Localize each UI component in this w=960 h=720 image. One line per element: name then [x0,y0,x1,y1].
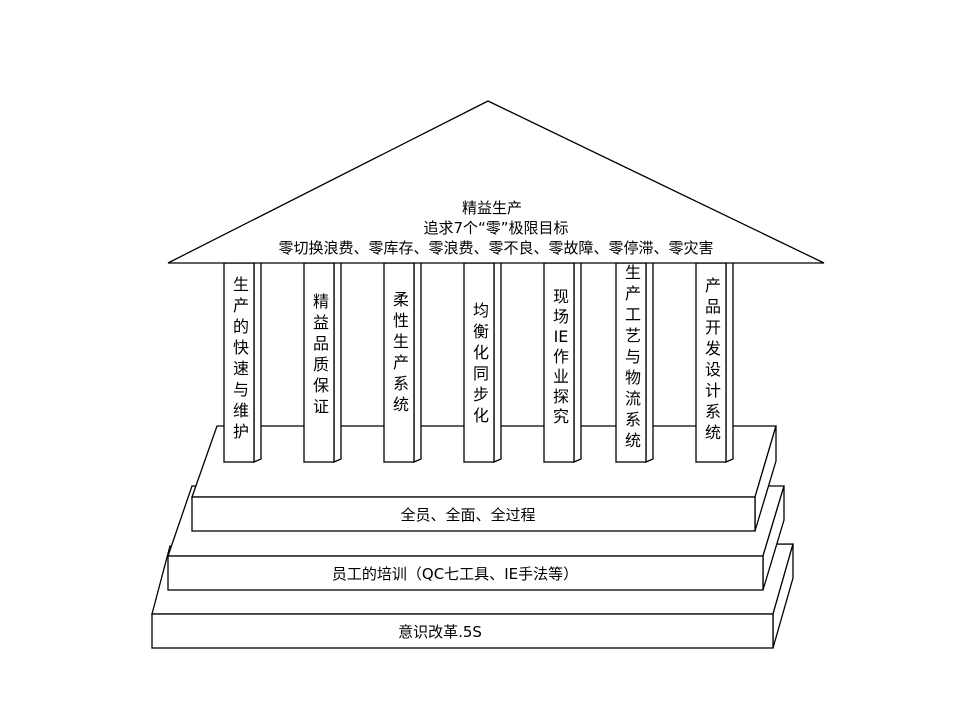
pillar-side-face [573,259,582,463]
pillar-3: 柔性生产系统 [383,259,422,463]
roof-triangle [167,100,825,264]
pillar-1: 生产的快速与维护 [223,259,262,463]
pillar-side-face [493,259,502,463]
pillar-label: 柔性生产系统 [393,290,409,414]
pillar-label: 产品开发设计系统 [705,276,721,442]
pillar-label: 精益品质保证 [313,292,329,416]
pillar-side-face [253,259,262,463]
pillar-label: 生产的快速与维护 [233,275,249,441]
pillar-4: 均衡化同步化 [463,259,502,463]
pillar-7: 产品开发设计系统 [695,259,734,463]
pillar-label: 生产工艺与物流系统 [625,263,641,450]
pillar-front-face [383,262,415,463]
pillar-front-face [303,262,335,463]
roof-subtitle: 追求7个“零”极限目标 [423,219,568,237]
base-tier-middle-front [167,555,764,591]
roof-title: 精益生产 [462,199,522,217]
pillar-front-face [615,262,647,463]
roof-goals: 零切换浪费、零库存、零浪费、零不良、零故障、零停滞、零灾害 [278,239,713,257]
pillar-side-face [725,259,734,463]
pillar-side-face [645,259,654,463]
pillar-front-face [543,262,575,463]
base-tier-bottom-label: 意识改革.5S [398,623,482,641]
base-tier-bottom-front [151,613,774,649]
pillar-label: 均衡化同步化 [473,301,489,425]
pillar-front-face [223,262,255,463]
base-tier-top-front [191,496,756,532]
pillar-front-face [695,262,727,463]
pillar-6: 生产工艺与物流系统 [615,259,654,463]
pillar-side-face [413,259,422,463]
roof: 精益生产 追求7个“零”极限目标 零切换浪费、零库存、零浪费、零不良、零故障、零… [167,100,825,264]
base-tier-middle-label: 员工的培训（QC七工具、IE手法等） [332,565,578,583]
pillar-side-face [333,259,342,463]
pillar-front-face [463,262,495,463]
pillar-2: 精益品质保证 [303,259,342,463]
base-tier-top-label: 全员、全面、全过程 [400,506,535,524]
